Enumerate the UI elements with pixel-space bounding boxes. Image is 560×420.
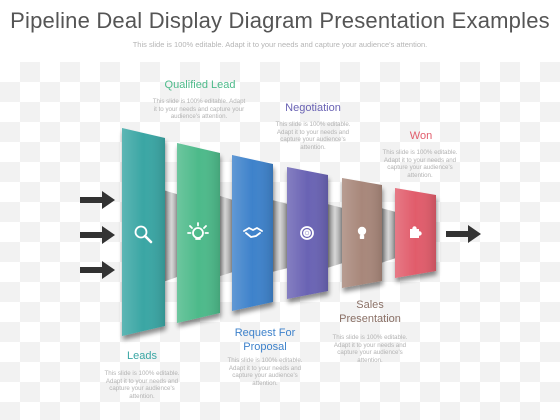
puzzle-icon xyxy=(410,226,422,238)
stage-label-qualified-lead: Qualified Lead xyxy=(164,79,236,91)
stage-panel-request-for-proposal xyxy=(232,155,273,311)
page-title: Pipeline Deal Display Diagram Presentati… xyxy=(10,8,550,33)
stage-label-request-for-proposal: Request For Proposal xyxy=(234,327,296,353)
stage-desc-sales-presentation: This slide is 100% editable. Adapt it to… xyxy=(332,334,408,364)
output-arrow xyxy=(446,225,481,243)
lightbulb-icon xyxy=(187,222,209,240)
target-icon xyxy=(300,226,314,240)
handshake-icon xyxy=(243,226,263,238)
bulb-icon xyxy=(357,226,367,239)
stage-desc-negotiation: This slide is 100% editable. Adapt it to… xyxy=(275,121,351,151)
stage-label-won: Won xyxy=(409,130,433,142)
magnifier-icon xyxy=(134,225,153,244)
stage-panel-leads xyxy=(122,128,165,336)
stage-desc-leads: This slide is 100% editable. Adapt it to… xyxy=(104,370,180,400)
stage-desc-qualified-lead: This slide is 100% editable. Adapt it to… xyxy=(152,98,246,121)
stage-desc-request-for-proposal: This slide is 100% editable. Adapt it to… xyxy=(227,357,303,387)
stage-label-leads: Leads xyxy=(127,350,157,362)
connectors xyxy=(163,190,396,282)
input-arrows xyxy=(80,191,115,279)
stage-panel-qualified-lead xyxy=(177,143,220,323)
stage-label-sales-presentation: Sales Presentation xyxy=(339,299,401,325)
page-subtitle: This slide is 100% editable. Adapt it to… xyxy=(132,40,428,49)
stage-label-negotiation: Negotiation xyxy=(285,102,341,114)
stage-desc-won: This slide is 100% editable. Adapt it to… xyxy=(382,149,458,179)
